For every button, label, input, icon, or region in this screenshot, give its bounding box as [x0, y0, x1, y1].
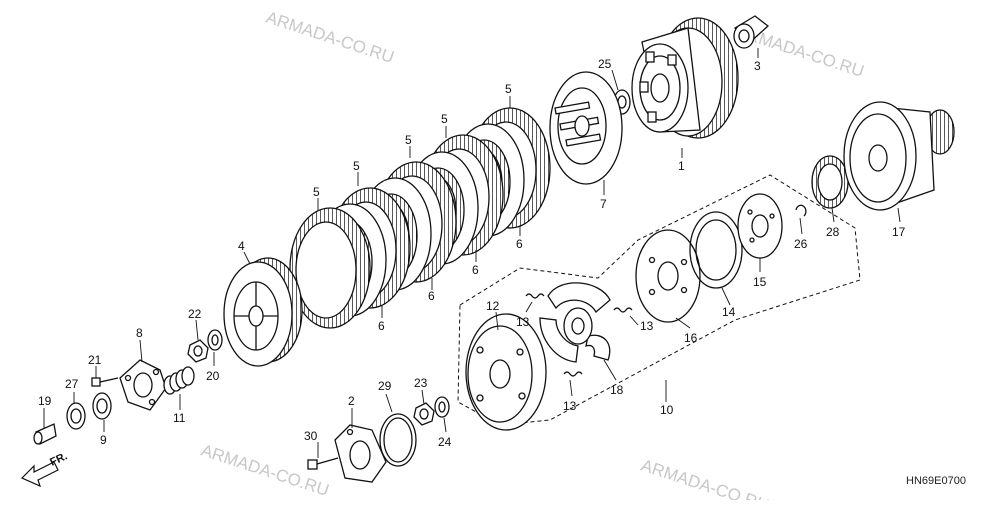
watermark-bottom-right: ARMADA-CO.RU — [639, 456, 772, 500]
part-13-springs[interactable] — [525, 293, 633, 377]
leader-lines — [43, 48, 901, 458]
part-4-clutch-center[interactable] — [223, 257, 303, 367]
front-label: FR. — [48, 450, 69, 468]
label-22[interactable]: 22 — [188, 307, 202, 321]
part-12-drive-plate[interactable] — [465, 313, 547, 431]
label-17[interactable]: 17 — [892, 225, 906, 239]
label-3[interactable]: 3 — [754, 59, 761, 73]
label-5-a[interactable]: 5 — [505, 82, 512, 96]
part-26-circlip[interactable] — [795, 204, 807, 217]
label-13-a[interactable]: 13 — [516, 315, 530, 329]
label-25[interactable]: 25 — [598, 57, 612, 71]
part-30-bolt[interactable] — [307, 457, 339, 470]
label-21[interactable]: 21 — [88, 353, 102, 367]
clutch-plate-pack — [289, 107, 551, 329]
plate-5-e[interactable] — [289, 207, 371, 329]
part-9-bearing[interactable] — [92, 392, 112, 420]
label-13-c[interactable]: 13 — [563, 399, 577, 413]
label-29[interactable]: 29 — [378, 379, 392, 393]
label-20[interactable]: 20 — [206, 369, 220, 383]
watermark-bottom-left: ARMADA-CO.RU — [199, 441, 332, 500]
label-9[interactable]: 9 — [100, 433, 107, 447]
front-direction-indicator: FR. — [20, 450, 69, 488]
part-14-ring[interactable] — [689, 211, 743, 289]
label-12[interactable]: 12 — [486, 299, 500, 313]
part-18-weight-assembly[interactable] — [539, 282, 611, 363]
label-6-b[interactable]: 6 — [472, 263, 479, 277]
label-13-b[interactable]: 13 — [640, 319, 654, 333]
part-3-collar[interactable] — [733, 15, 770, 49]
part-28-one-way-bearing[interactable] — [811, 155, 849, 209]
label-27[interactable]: 27 — [65, 377, 79, 391]
part-23-nut[interactable] — [413, 402, 435, 426]
label-30[interactable]: 30 — [304, 429, 318, 443]
part-15-plate[interactable] — [737, 193, 783, 259]
spring-13-top — [525, 293, 545, 299]
part-19-rod[interactable] — [33, 423, 57, 445]
part-7-pressure-plate[interactable] — [549, 71, 623, 185]
label-7[interactable]: 7 — [600, 197, 607, 211]
label-5-c[interactable]: 5 — [405, 133, 412, 147]
part-16-plate[interactable] — [635, 229, 701, 323]
label-2[interactable]: 2 — [348, 394, 355, 408]
label-10[interactable]: 10 — [660, 403, 674, 417]
label-5-b[interactable]: 5 — [441, 112, 448, 126]
part-11-spring[interactable] — [163, 366, 195, 395]
front-arrow-icon — [20, 461, 59, 488]
label-16[interactable]: 16 — [684, 331, 698, 345]
label-24[interactable]: 24 — [438, 435, 452, 449]
part-22-nut[interactable] — [187, 339, 209, 363]
label-1[interactable]: 1 — [678, 159, 685, 173]
part-8-lifter-plate[interactable] — [119, 359, 167, 411]
label-6-c[interactable]: 6 — [428, 289, 435, 303]
label-4[interactable]: 4 — [238, 239, 245, 253]
label-26[interactable]: 26 — [794, 237, 808, 251]
part-labels: 1 3 25 7 5 5 5 5 5 6 6 6 6 4 8 22 20 21 … — [38, 57, 906, 449]
part-24-washer[interactable] — [434, 396, 450, 418]
part-29-gasket[interactable] — [379, 413, 417, 467]
watermark-top: ARMADA-CO.RU — [264, 8, 397, 67]
part-20-washer[interactable] — [207, 329, 223, 351]
label-5-d[interactable]: 5 — [353, 159, 360, 173]
label-23[interactable]: 23 — [414, 376, 428, 390]
label-8[interactable]: 8 — [136, 326, 143, 340]
part-17-clutch-drum[interactable] — [843, 101, 955, 211]
label-14[interactable]: 14 — [722, 305, 736, 319]
label-19[interactable]: 19 — [38, 394, 52, 408]
part-27-bearing[interactable] — [66, 402, 86, 430]
label-11[interactable]: 11 — [173, 411, 186, 425]
diagram-code: HN69E0700 — [906, 475, 966, 487]
label-18[interactable]: 18 — [610, 383, 624, 397]
spring-13-bottom — [563, 371, 583, 377]
label-6-a[interactable]: 6 — [516, 237, 523, 251]
label-5-e[interactable]: 5 — [313, 185, 320, 199]
part-1-clutch-outer[interactable] — [631, 17, 739, 139]
part-2-cover[interactable] — [334, 424, 387, 483]
part-21-bolt[interactable] — [91, 377, 119, 387]
spring-13-right — [613, 307, 633, 313]
label-28[interactable]: 28 — [826, 225, 840, 239]
label-6-d[interactable]: 6 — [378, 319, 385, 333]
label-15[interactable]: 15 — [753, 275, 767, 289]
